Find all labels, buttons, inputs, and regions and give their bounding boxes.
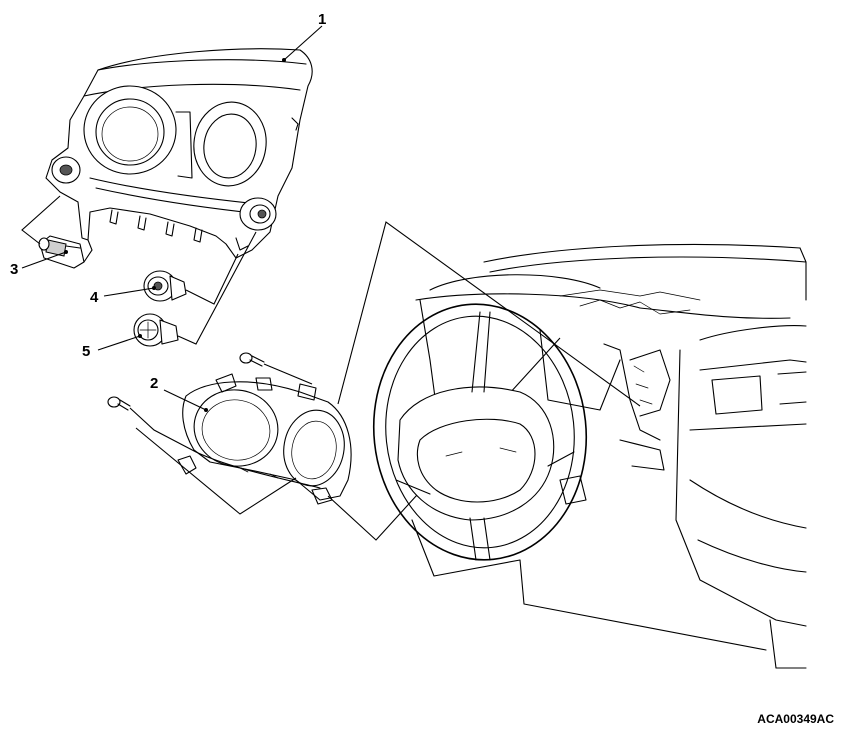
- callout-label-5: 5: [82, 343, 90, 360]
- screw-lower: [107, 396, 197, 453]
- switch-part-3: [38, 235, 85, 269]
- callout-label-3: 3: [10, 261, 18, 278]
- callout-label-1: 1: [318, 11, 326, 28]
- assembly-lines-upper: [21, 195, 257, 345]
- callout-1: 1: [282, 11, 326, 62]
- steering-wheel: [372, 303, 588, 561]
- knob-part-5: [133, 313, 179, 347]
- screw-upper: [239, 352, 313, 385]
- dashboard: [399, 243, 807, 669]
- callout-2: 2: [150, 375, 208, 412]
- cluster-bezel-part-1: [45, 48, 313, 259]
- callout-label-2: 2: [150, 375, 158, 392]
- callout-label-4: 4: [90, 289, 99, 306]
- callout-4: 4: [90, 286, 156, 306]
- figure-code: ACA00349AC: [757, 712, 834, 726]
- callout-3: 3: [10, 250, 68, 278]
- callout-5: 5: [82, 334, 142, 360]
- meter-assembly-part-2: [177, 373, 352, 505]
- knob-part-4: [143, 270, 187, 302]
